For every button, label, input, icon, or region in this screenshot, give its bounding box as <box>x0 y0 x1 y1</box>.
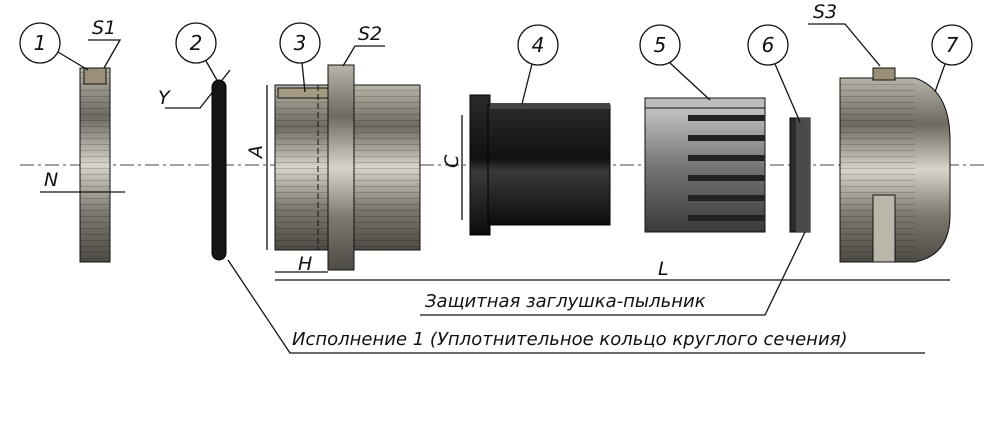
part-1-locknut <box>79 67 111 263</box>
dim-y: Y <box>158 87 171 109</box>
callout-6: 6 <box>747 24 801 123</box>
callout-5: 5 <box>639 24 711 101</box>
svg-text:2: 2 <box>190 31 203 55</box>
dim-s3: S3 <box>813 1 837 23</box>
callout-1: 1 <box>19 22 89 71</box>
callout-3: 3 <box>279 22 321 93</box>
caption-version-1: Исполнение 1 (Уплотнительное кольцо круг… <box>292 329 848 350</box>
svg-text:3: 3 <box>294 31 307 55</box>
svg-text:7: 7 <box>946 33 959 57</box>
part-2-o-ring <box>211 79 227 261</box>
callout-2: 2 <box>175 22 219 83</box>
callout-4: 4 <box>517 24 559 105</box>
part-5-clamp-insert <box>644 97 766 233</box>
dim-s2: S2 <box>358 23 382 45</box>
dim-l: L <box>658 258 669 280</box>
dim-h: H <box>298 253 312 275</box>
dim-c: C <box>441 154 463 168</box>
svg-text:5: 5 <box>654 33 667 57</box>
dim-a: A <box>245 145 267 160</box>
part-4-protective-plug <box>469 94 611 236</box>
part-6-seal <box>789 117 811 233</box>
svg-text:4: 4 <box>532 33 545 57</box>
svg-text:6: 6 <box>762 33 775 57</box>
caption-protective-plug: Защитная заглушка-пыльник <box>425 291 706 312</box>
part-3-gland-body <box>274 64 421 271</box>
dim-n: N <box>44 169 58 191</box>
callout-7: 7 <box>931 24 973 93</box>
dim-s1: S1 <box>92 17 116 39</box>
part-7-cap-nut <box>839 67 951 263</box>
svg-text:1: 1 <box>34 31 47 55</box>
